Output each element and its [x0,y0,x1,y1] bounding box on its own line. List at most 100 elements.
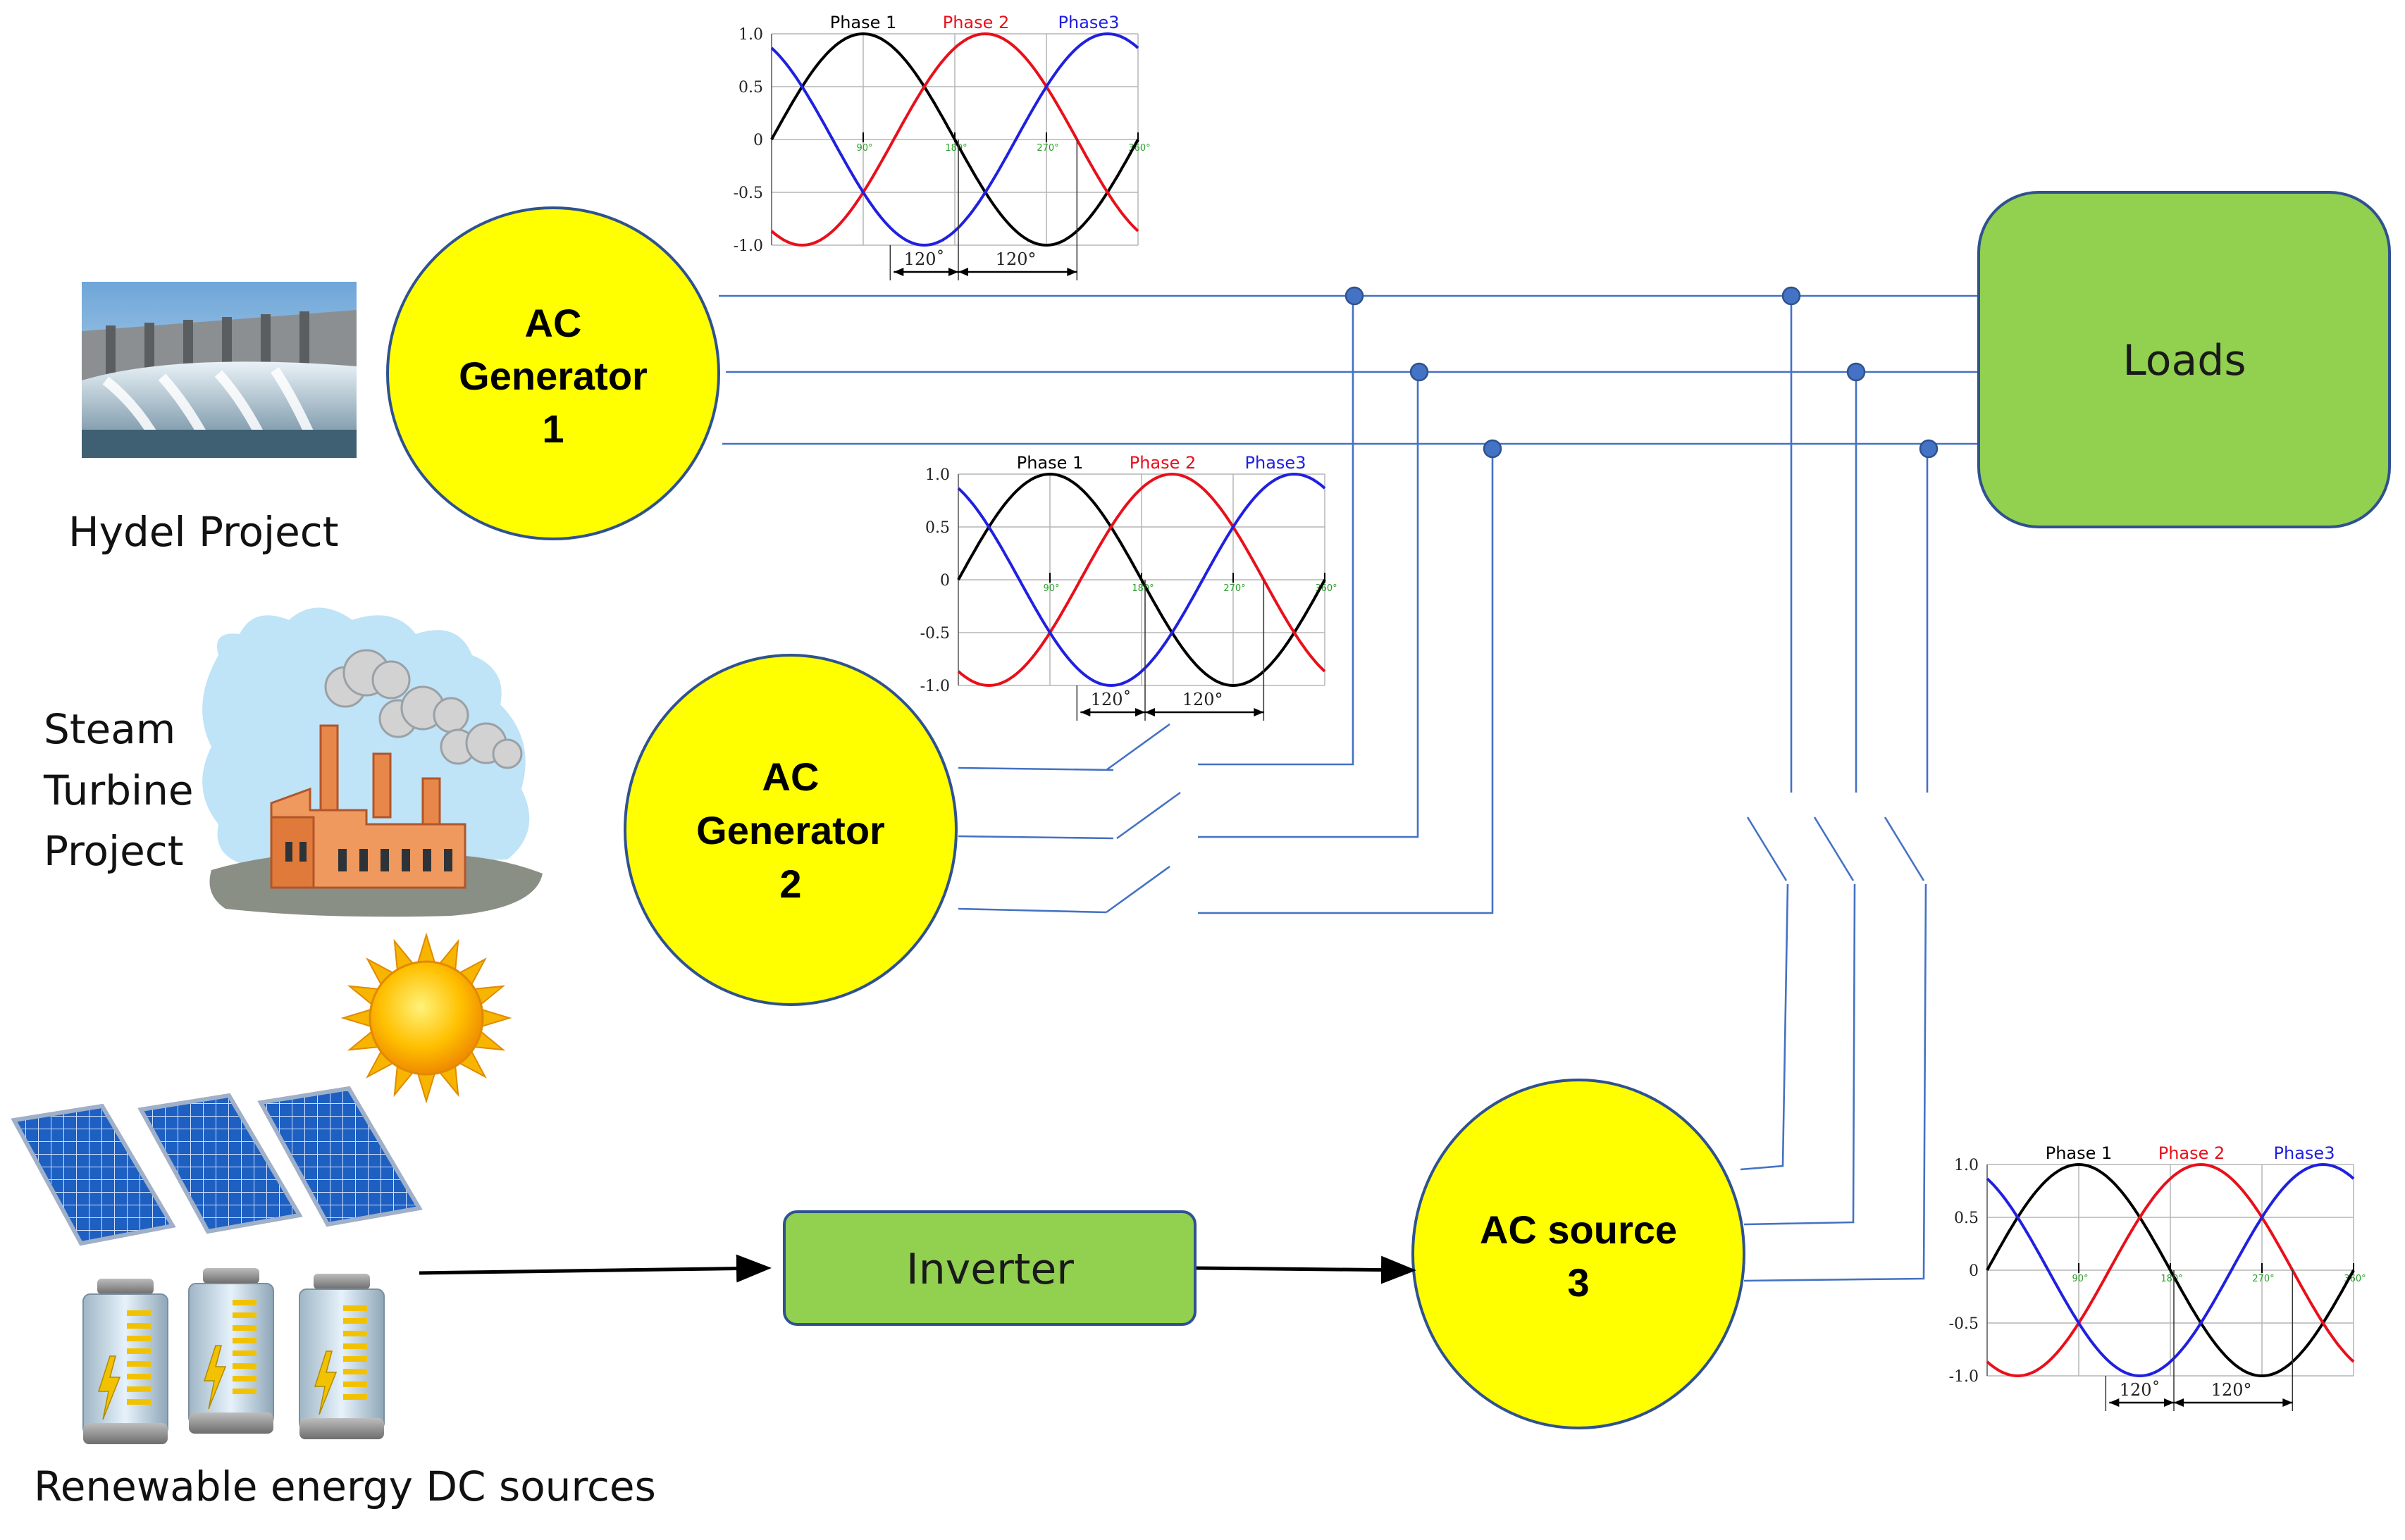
junction-dot [1846,362,1866,382]
junction-dot [1344,286,1364,306]
spacing-label-1: 120˚ [1091,690,1132,709]
dim-arrow [2109,1398,2120,1407]
dim-arrow [1135,708,1145,716]
spacing-label-1: 120˚ [2120,1380,2160,1400]
gen1-label-line1: AC [525,301,582,345]
sun-ray [340,1008,373,1028]
sun-icon [340,932,512,1104]
battery-base [83,1423,168,1444]
sun-ray [416,1072,436,1104]
battery-icon [188,1268,274,1434]
battery-level-bar [233,1300,256,1305]
dim-arrow [2164,1398,2174,1407]
loads-box: Loads [1977,191,2391,528]
y-tick-label: -1.0 [920,678,950,695]
battery-body [299,1288,385,1431]
degree-label: 270° [1223,583,1245,594]
gen2-phase3-wire [1198,444,1494,914]
battery-cap [97,1279,154,1294]
src3-phase2-lower-wire [1743,883,1856,1226]
battery-icon [82,1279,168,1444]
hydel-dam-image [82,282,357,458]
src3-label-line2: 3 [1567,1260,1589,1305]
battery-level-bar [127,1399,151,1405]
legend-label-3: Phase3 [2274,1143,2335,1163]
legend-label-1: Phase 1 [1017,453,1084,473]
steam-label-line1: Steam [44,705,175,753]
dim-arrow [1067,268,1077,276]
battery-level-bar [127,1348,151,1354]
gen2-out1-wire [958,766,1114,771]
dim-arrow [894,268,904,276]
spacing-label-2: 120° [2211,1380,2252,1400]
battery-level-bar [127,1310,151,1316]
legend-label-3: Phase3 [1058,13,1120,32]
steam-label-line2: Turbine [43,766,194,814]
battery-level-bar [343,1305,367,1311]
gen2-switch-3 [1106,865,1170,914]
src3-label-line1: AC source [1480,1207,1677,1252]
dim-arrow [1080,708,1091,716]
gen2-out3-wire [958,907,1107,914]
gen2-label-line3: 2 [779,862,801,906]
sun-ray [480,1008,512,1028]
gen1-label-line3: 1 [542,406,564,451]
src3-phase3-lower-wire [1743,883,1927,1282]
y-tick-label: 0 [940,572,950,590]
y-tick-label: 0 [1969,1262,1979,1280]
battery-level-bar [233,1363,256,1369]
src3-switch-1 [1746,816,1788,881]
lightning-icon [97,1355,121,1420]
battery-level-bar [343,1318,367,1324]
legend-label-1: Phase 1 [2046,1143,2113,1163]
lightning-icon [203,1345,227,1410]
degree-label: 90° [856,143,872,154]
spacing-label-2: 120° [1182,690,1223,709]
gen2-switch-1 [1106,723,1170,771]
sun-ray [416,932,436,964]
y-tick-label: -0.5 [920,625,950,642]
legend-label-3: Phase3 [1245,453,1306,473]
y-tick-label: 1.0 [925,466,950,484]
battery-level-bar [127,1323,151,1329]
solar-panel-icon [11,1086,423,1246]
renewable-label: Renewable energy DC sources [34,1463,656,1510]
y-tick-label: 1.0 [1954,1157,1979,1174]
lightning-icon [314,1350,338,1415]
y-tick-label: -1.0 [734,237,763,255]
ac-generator-1: AC Generator 1 [386,206,720,540]
battery-level-bar [127,1374,151,1379]
dim-arrow [1145,708,1155,716]
battery-base [299,1418,384,1439]
battery-level-bar [343,1356,367,1362]
y-tick-label: 0 [753,132,763,149]
battery-body [82,1293,168,1436]
hydel-label: Hydel Project [68,508,338,556]
gen2-label-line1: AC [762,755,820,799]
battery-cap [314,1274,370,1289]
battery-level-bar [233,1389,256,1394]
steam-label-line3: Project [44,827,183,875]
y-tick-label: -0.5 [734,185,763,202]
battery-level-bar [343,1331,367,1336]
dim-arrow [2174,1398,2184,1407]
gen2-phase1-wire [1198,296,1354,766]
battery-base [189,1412,273,1434]
dim-arrow [948,268,958,276]
y-tick-label: 0.5 [738,79,763,97]
degree-label: 270° [1037,143,1058,154]
phase-wires [719,294,1987,1282]
battery-level-bar [127,1386,151,1392]
spacing-label-1: 120˚ [904,249,945,269]
y-tick-label: -0.5 [1949,1315,1979,1333]
inverter-box: Inverter [783,1210,1197,1326]
src3-switch-3 [1884,816,1925,881]
loads-label: Loads [2122,336,2246,385]
ac-source-3: AC source 3 [1411,1079,1745,1429]
dc-to-inverter-arrow [419,1254,772,1283]
battery-body [188,1283,274,1425]
